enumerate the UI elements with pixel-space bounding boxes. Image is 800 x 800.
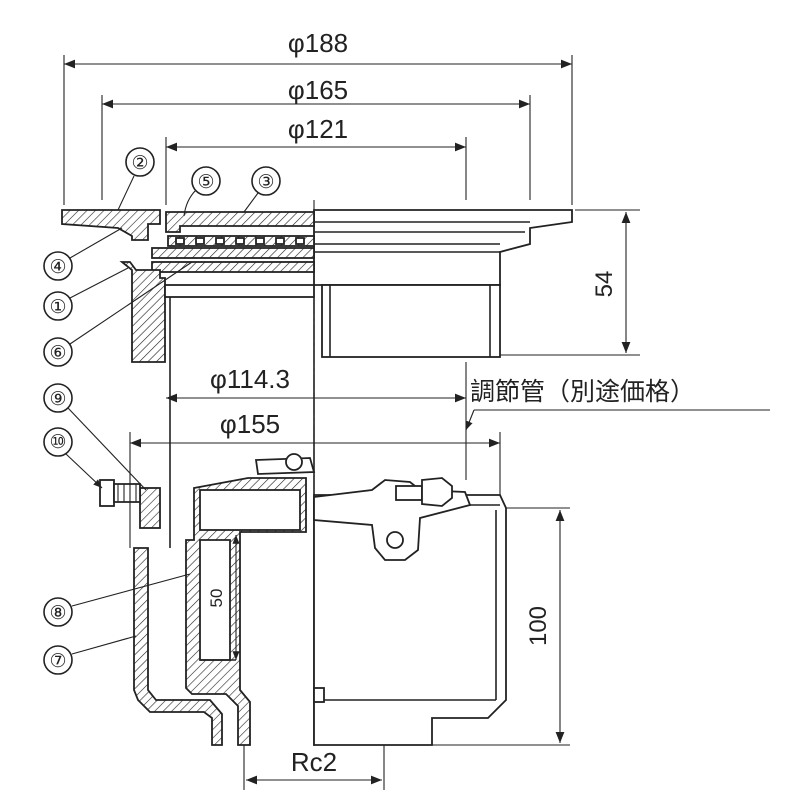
callout-8: ⑧ <box>43 573 191 627</box>
top-body <box>61 209 573 745</box>
svg-text:⑧: ⑧ <box>49 602 66 624</box>
grate-slots <box>167 235 315 247</box>
dimension-label-phi188: φ188 <box>288 28 348 58</box>
svg-text:④: ④ <box>49 256 66 278</box>
dimension-label-phi155: φ155 <box>220 409 280 439</box>
callout-6: ⑥ <box>43 261 193 367</box>
dimension-label-rc2: Rc2 <box>291 747 337 777</box>
svg-text:⑤: ⑤ <box>197 171 214 193</box>
dimension-depth-50: 50 <box>207 535 240 660</box>
dimension-height-100: 100 <box>432 507 570 746</box>
svg-text:⑨: ⑨ <box>49 388 66 410</box>
trap-body <box>99 453 507 746</box>
dimension-label-phi165: φ165 <box>288 75 348 105</box>
dimension-label-phi121: φ121 <box>288 114 348 144</box>
note-leader <box>465 409 475 431</box>
callout-5: ⑤ <box>183 166 221 217</box>
adjusting-pipe-note: 調節管（別途価格） <box>470 377 695 406</box>
svg-text:⑩: ⑩ <box>49 431 66 453</box>
dimension-phi155: φ155 <box>129 409 501 548</box>
dimension-height-54: 54 <box>500 209 640 356</box>
dimension-rc2: Rc2 <box>243 745 385 790</box>
callout-10: ⑩ <box>43 427 103 489</box>
dimension-label-54: 54 <box>591 271 618 298</box>
callout-1: ① <box>43 267 129 321</box>
callout-3: ③ <box>243 166 281 213</box>
svg-text:①: ① <box>49 296 66 318</box>
dimension-label-50: 50 <box>207 589 226 608</box>
callout-2: ② <box>117 147 155 211</box>
callout-4: ④ <box>43 227 123 281</box>
svg-text:③: ③ <box>257 171 274 193</box>
callout-9: ⑨ <box>43 383 147 491</box>
dimension-label-phi114-3: φ114.3 <box>210 364 290 394</box>
dimension-label-100: 100 <box>525 606 552 646</box>
dimension-phi188: φ188 <box>63 28 573 205</box>
dimension-phi165: φ165 <box>101 75 531 200</box>
dimension-phi114-3: φ114.3 <box>166 362 467 480</box>
svg-text:②: ② <box>131 152 148 174</box>
callout-7: ⑦ <box>43 635 137 675</box>
svg-text:⑦: ⑦ <box>49 650 66 672</box>
svg-text:⑥: ⑥ <box>49 342 66 364</box>
dimension-phi121: φ121 <box>165 114 467 205</box>
